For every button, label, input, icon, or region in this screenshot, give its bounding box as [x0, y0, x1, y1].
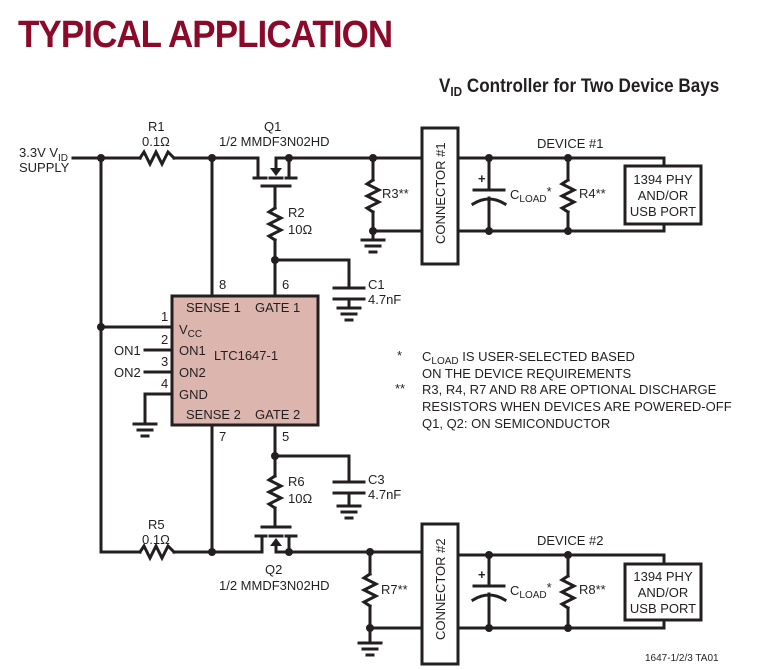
pin-number-6: 6 [282, 277, 289, 292]
supply-label-2: SUPPLY [19, 160, 70, 175]
pin-number-3: 3 [161, 354, 168, 369]
c3-capacitor [332, 480, 366, 520]
port-2-box [623, 562, 703, 622]
connector-1-label: CONNECTOR #1 [433, 142, 448, 244]
r2-value: 10Ω [288, 222, 312, 237]
pin-vcc: VCC [179, 322, 202, 340]
plus-sign: + [478, 171, 486, 186]
q2-part: 1/2 MMDF3N02HD [219, 578, 330, 593]
pin-gate2: GATE 2 [255, 407, 300, 422]
device-2-label: DEVICE #2 [537, 533, 603, 548]
r7-ref: R7** [381, 582, 408, 597]
pin-number-2: 2 [161, 332, 168, 347]
device-1-label: DEVICE #1 [537, 136, 603, 151]
port-1-line3: USB PORT [630, 204, 696, 219]
r5-ref: R5 [148, 517, 165, 532]
ltc1647-ic [170, 294, 320, 427]
r1-value: 0.1Ω [142, 134, 170, 149]
c3-value: 4.7nF [368, 487, 401, 502]
ground-icon [357, 641, 383, 657]
title-rest: Controller for Two Device Bays [462, 76, 720, 97]
pin-gate1: GATE 1 [255, 300, 300, 315]
connector-2-label: CONNECTOR #2 [433, 538, 448, 640]
note-3: Q1, Q2: ON SEMICONDUCTOR [422, 416, 610, 431]
supply-label: 3.3V VID [19, 145, 68, 164]
pin-gnd: GND [179, 387, 208, 402]
note-1-line2: ON THE DEVICE REQUIREMENTS [422, 366, 632, 381]
pin-sense1: SENSE 1 [186, 300, 241, 315]
note-2-line2: RESISTORS WHEN DEVICES ARE POWERED-OFF [422, 399, 732, 414]
r4-ref: R4** [579, 186, 606, 201]
pin-number-7: 7 [219, 429, 226, 444]
title-subscript: ID [450, 84, 463, 99]
pin-on1: ON1 [179, 343, 206, 358]
c3-ref: C3 [368, 472, 385, 487]
cload2-capacitor [470, 553, 508, 630]
r6-value: 10Ω [288, 491, 312, 506]
port-1-line2: AND/OR [638, 188, 689, 203]
port-2-line3: USB PORT [630, 601, 696, 616]
ground-icon [360, 238, 386, 254]
plus-sign: + [478, 567, 486, 582]
connector-1-box [420, 126, 460, 266]
connector-2-box [420, 522, 460, 666]
on1-input-label: ON1 [114, 343, 141, 358]
q1-mosfet [252, 156, 298, 210]
figure-id: 1647-1/2/3 TA01 [645, 653, 719, 664]
r1-ref: R1 [148, 119, 165, 134]
r2-ref: R2 [288, 205, 305, 220]
c1-capacitor [332, 286, 366, 322]
port-2-line2: AND/OR [638, 585, 689, 600]
r8-ref: R8** [579, 582, 606, 597]
port-2-line1: 1394 PHY [633, 569, 693, 584]
junction-dots [97, 154, 572, 632]
r5-value: 0.1Ω [142, 532, 170, 547]
q1-part: 1/2 MMDF3N02HD [219, 134, 330, 149]
port-1-line1: 1394 PHY [633, 172, 693, 187]
r4-resistor [558, 177, 578, 215]
title-v: V [439, 76, 451, 97]
port-1-box [623, 164, 703, 226]
r2-resistor [265, 205, 285, 243]
r6-resistor [265, 473, 285, 511]
cload1-label: CLOAD* [510, 184, 552, 205]
r7-resistor [360, 571, 380, 609]
note-1-mark: * [397, 348, 402, 363]
cload1-capacitor [470, 156, 508, 233]
r1-resistor [137, 148, 177, 168]
ic-ground-icon [132, 422, 158, 438]
note-2-mark: ** [395, 381, 405, 396]
c1-ref: C1 [368, 277, 385, 292]
section-heading: TYPICAL APPLICATION [18, 14, 393, 56]
pin-number-4: 4 [161, 376, 168, 391]
r5-resistor [137, 542, 177, 562]
pin-on2: ON2 [179, 365, 206, 380]
on2-input-label: ON2 [114, 365, 141, 380]
note-2-line1: R3, R4, R7 AND R8 ARE OPTIONAL DISCHARGE [422, 382, 717, 397]
pin-number-1: 1 [161, 309, 168, 324]
q1-ref: Q1 [264, 119, 281, 134]
pin-sense2: SENSE 2 [186, 407, 241, 422]
pin-number-5: 5 [282, 429, 289, 444]
r3-resistor [363, 177, 383, 215]
figure-title: VID Controller for Two Device Bays [439, 76, 719, 99]
r6-ref: R6 [288, 474, 305, 489]
r3-ref: R3** [382, 186, 409, 201]
r8-resistor [558, 573, 578, 611]
note-1-line1: CLOAD IS USER-SELECTED BASED [422, 349, 635, 367]
c1-value: 4.7nF [368, 292, 401, 307]
cload2-label: CLOAD* [510, 580, 552, 601]
ic-name: LTC1647-1 [214, 348, 278, 363]
pin-number-8: 8 [219, 277, 226, 292]
q2-ref: Q2 [265, 562, 282, 577]
